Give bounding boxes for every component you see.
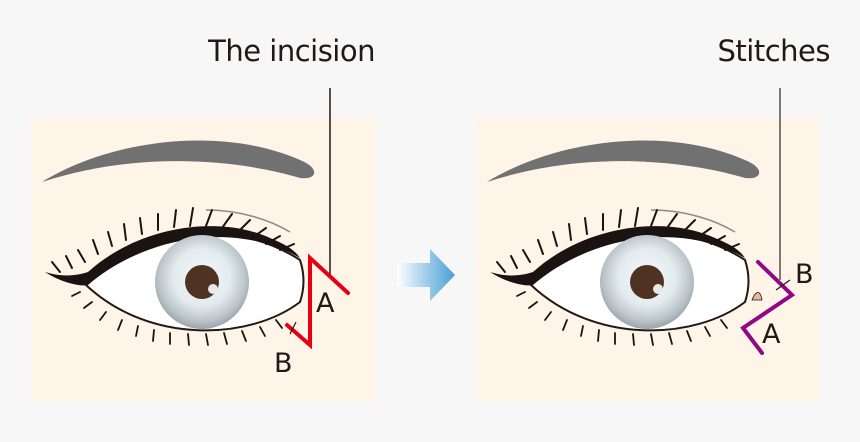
- stitch-line: [740, 260, 796, 355]
- arrow-icon: [397, 249, 455, 301]
- incision-line: [285, 253, 350, 350]
- after-panel: B A: [475, 88, 820, 402]
- tick-mark: [775, 279, 791, 291]
- stitches-label: Stitches: [717, 34, 831, 68]
- marker-b: B: [795, 259, 814, 290]
- marker-b: B: [274, 348, 293, 379]
- incision-label: The incision: [208, 34, 375, 68]
- marker-a: A: [762, 319, 781, 350]
- before-panel: A B: [31, 88, 376, 402]
- tick-mark: [289, 321, 297, 335]
- marker-a: A: [316, 288, 335, 319]
- caruncle: [751, 292, 763, 301]
